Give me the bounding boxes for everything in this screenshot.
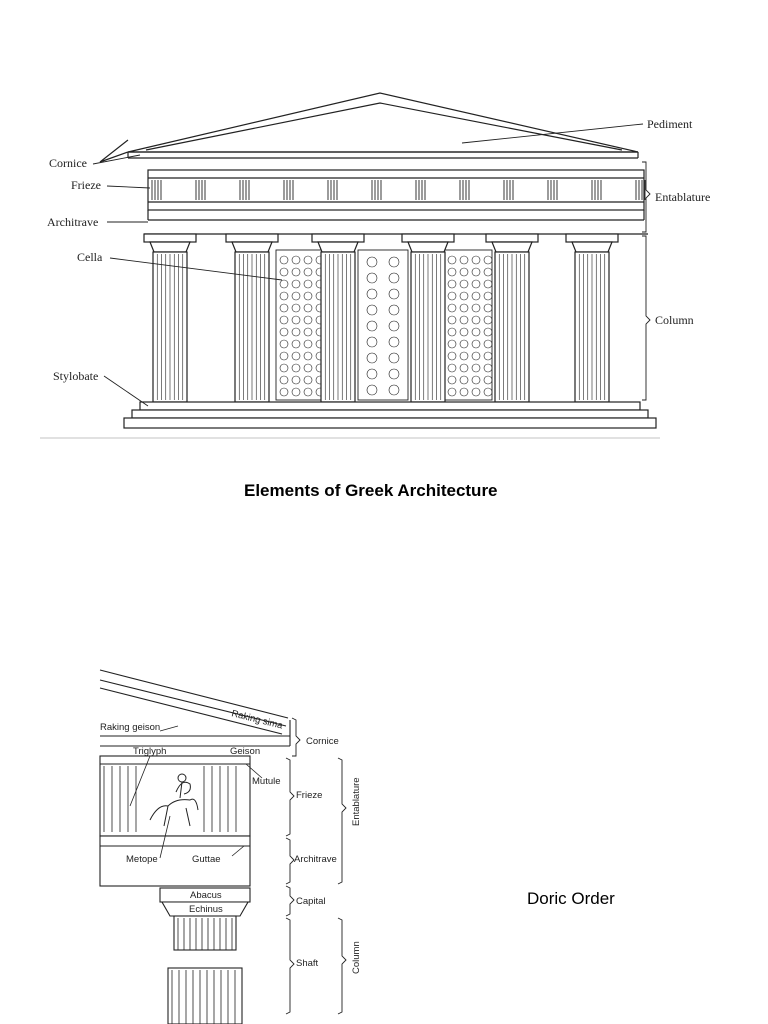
label-cornice: Cornice [49,156,87,170]
pediment-drawing [99,92,639,163]
label-cella: Cella [77,250,103,264]
temple-leader-lines [92,123,651,407]
label-stylobate: Stylobate [53,369,98,383]
temple-elevation-diagram: Pediment Cornice Frieze Entablature Arch… [40,92,710,439]
label-entablature-doric: Entablature [351,777,362,826]
doric-caption: Doric Order [527,889,615,908]
metope-relief-figure [149,773,199,827]
temple-column [143,233,197,403]
temple-column [401,233,455,403]
label-architrave-doric: Architrave [294,854,337,865]
temple-caption: Elements of Greek Architecture [244,481,498,500]
label-architrave: Architrave [47,215,98,229]
label-mutule: Mutule [252,776,281,787]
label-abacus: Abacus [190,890,222,901]
label-frieze-doric: Frieze [296,790,322,801]
label-frieze: Frieze [71,178,101,192]
temple-column [311,233,365,403]
label-pediment: Pediment [647,117,693,131]
entablature-drawing [147,169,646,221]
label-metope: Metope [126,854,158,865]
label-entablature: Entablature [655,190,710,204]
cella-drawing [275,249,493,401]
label-guttae: Guttae [192,854,221,865]
label-echinus: Echinus [189,904,223,915]
label-triglyph: Triglyph [133,746,166,757]
label-capital: Capital [296,896,326,907]
columns-drawing [143,233,619,403]
stylobate-drawing [40,401,660,439]
doric-brackets [285,717,347,1015]
temple-column [225,233,279,403]
doric-order-diagram: Raking sima Raking geison Triglyph Geiso… [99,669,362,1024]
label-shaft: Shaft [296,958,319,969]
label-column: Column [655,313,694,327]
label-raking-geison: Raking geison [100,722,160,733]
temple-column [565,233,619,403]
temple-column [485,233,539,403]
label-geison: Geison [230,746,260,757]
label-column-doric: Column [351,941,362,974]
label-cornice-doric: Cornice [306,736,339,747]
